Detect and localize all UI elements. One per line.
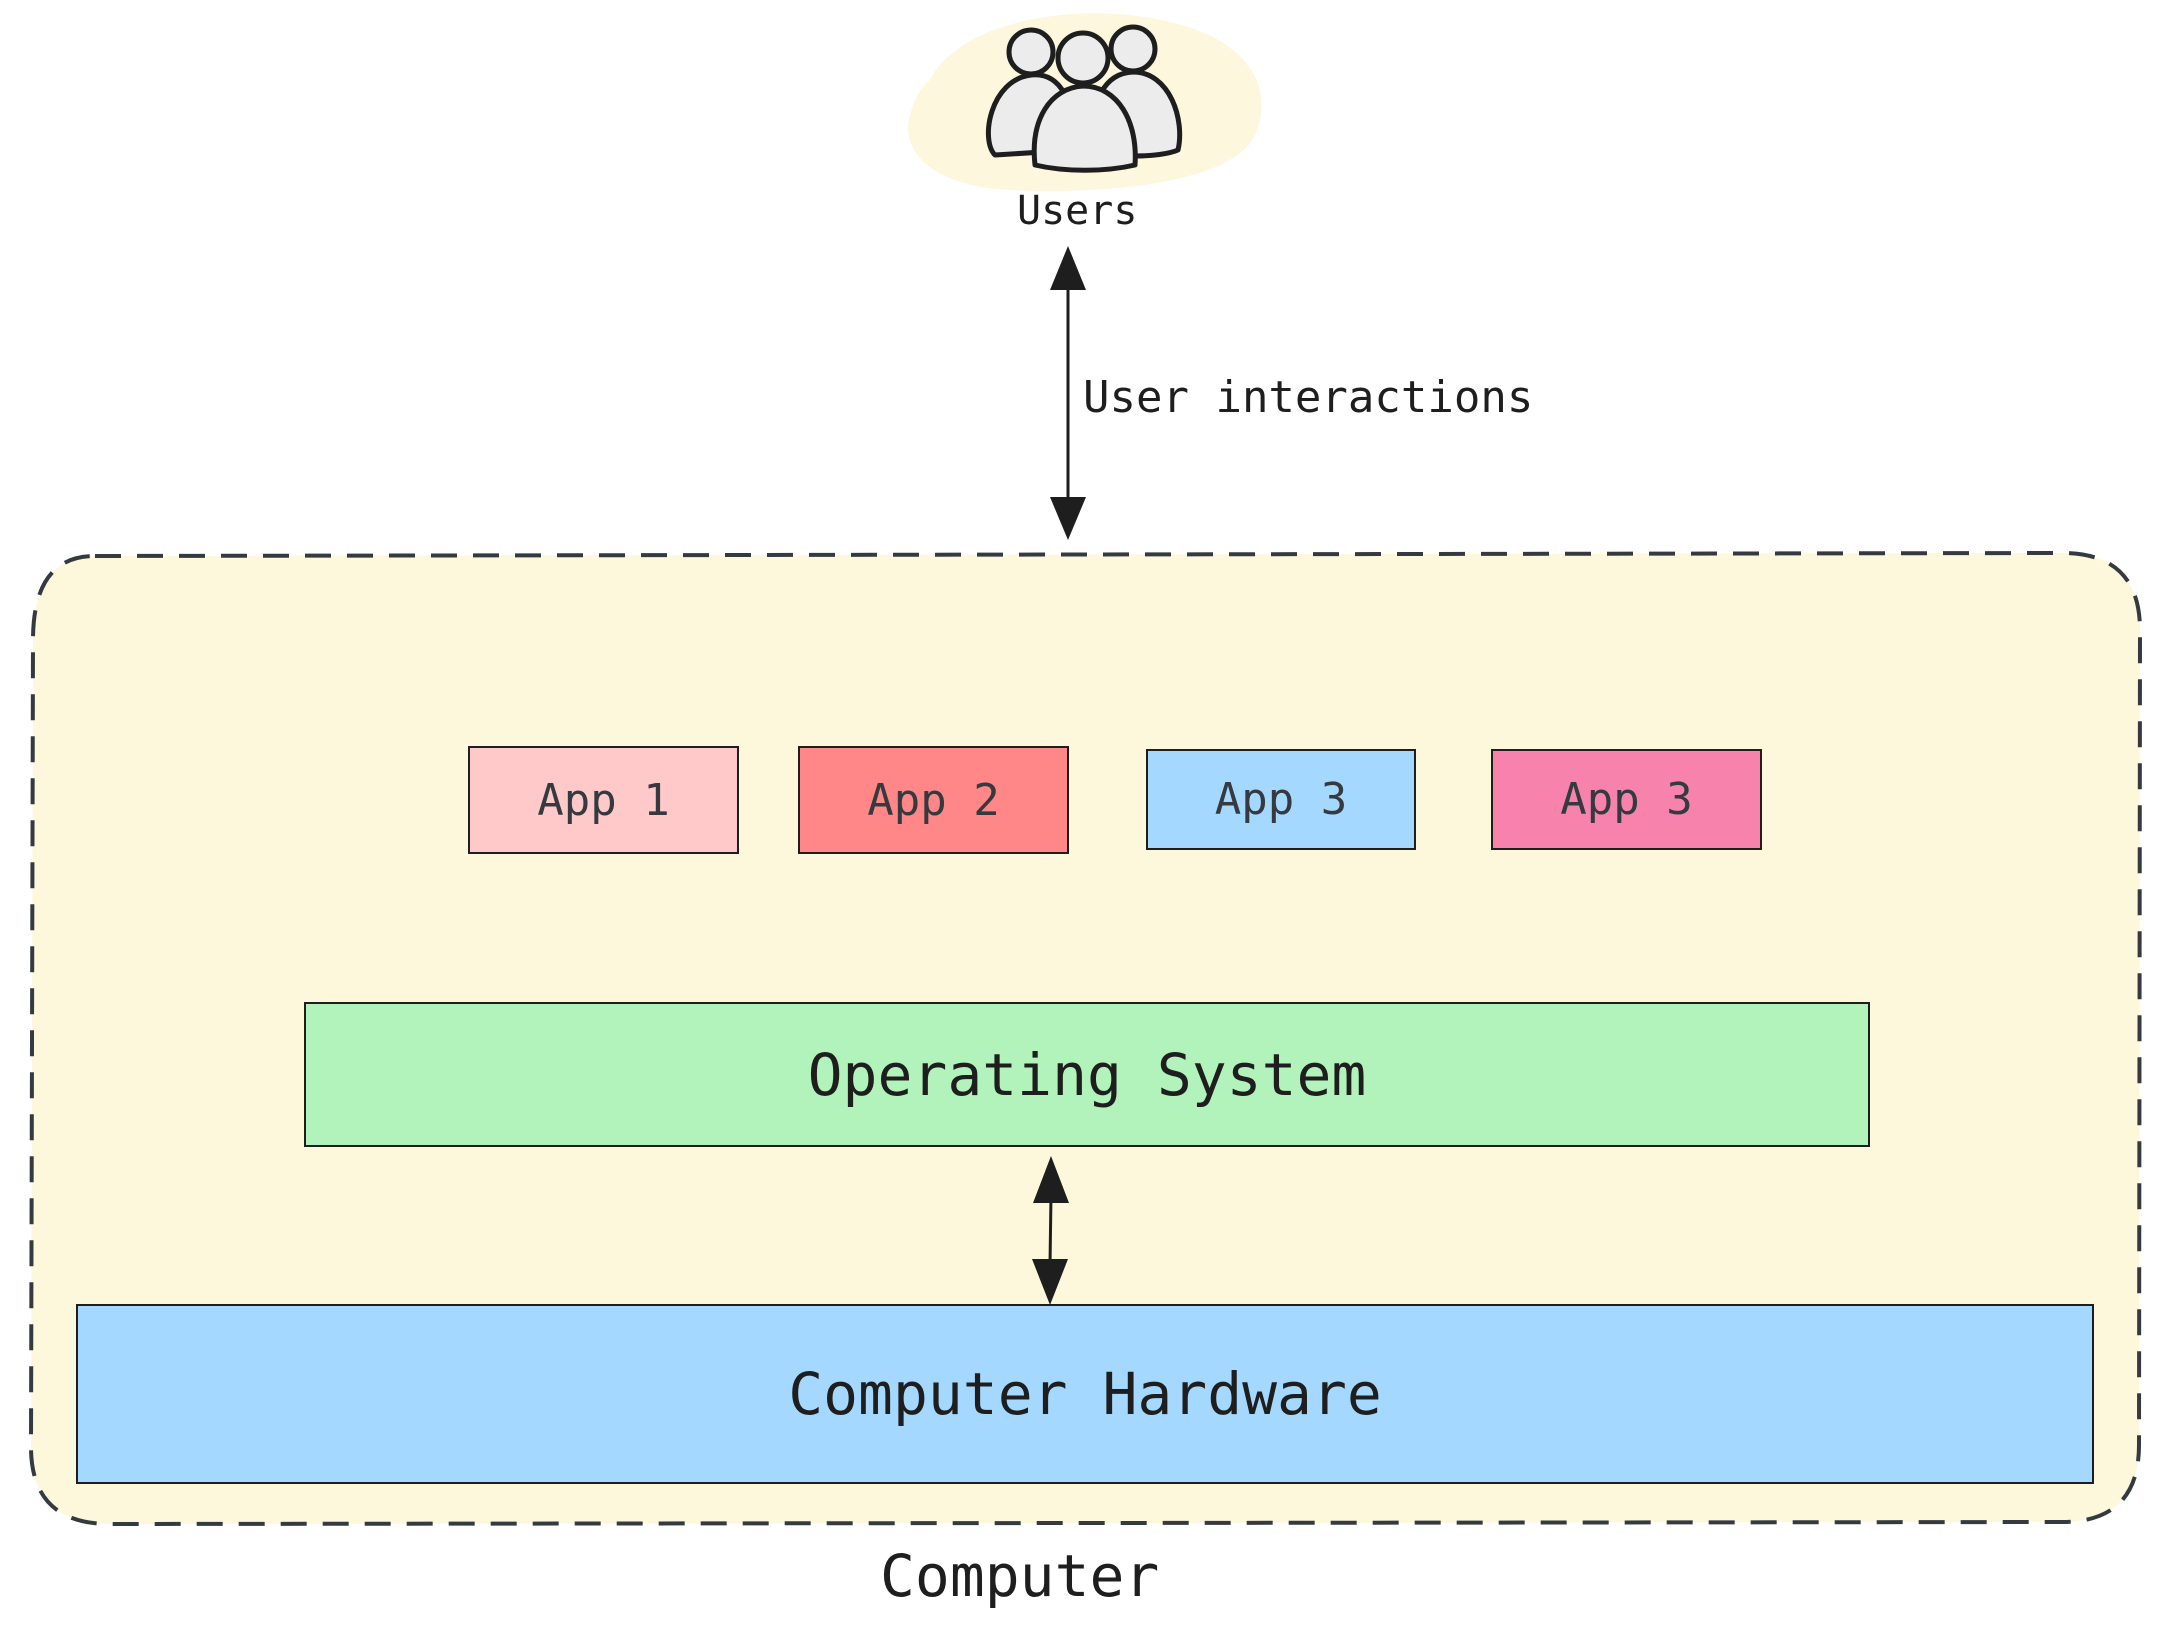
computer-hardware-box[interactable]: Computer Hardware [76,1304,2094,1484]
app-box-4[interactable]: App 3 [1491,749,1762,850]
app-box-2[interactable]: App 2 [798,746,1069,854]
app-label-3: App 3 [1214,774,1348,825]
operating-system-label: Operating System [807,1040,1367,1109]
user-interactions-label: User interactions [1083,372,1534,423]
users-group-icon [986,24,1183,173]
computer-label: Computer [880,1542,1160,1610]
app-label-1: App 1 [537,774,670,826]
app-label-4: App 3 [1560,774,1693,825]
users-label: Users [1017,188,1138,234]
app-label-2: App 2 [867,774,1000,826]
app-box-1[interactable]: App 1 [468,746,739,854]
app-box-3[interactable]: App 3 [1146,749,1416,850]
user-interactions-arrow [1050,246,1086,540]
operating-system-box[interactable]: Operating System [304,1002,1870,1147]
os-hardware-arrow [1032,1156,1069,1305]
computer-hardware-label: Computer Hardware [788,1360,1382,1428]
